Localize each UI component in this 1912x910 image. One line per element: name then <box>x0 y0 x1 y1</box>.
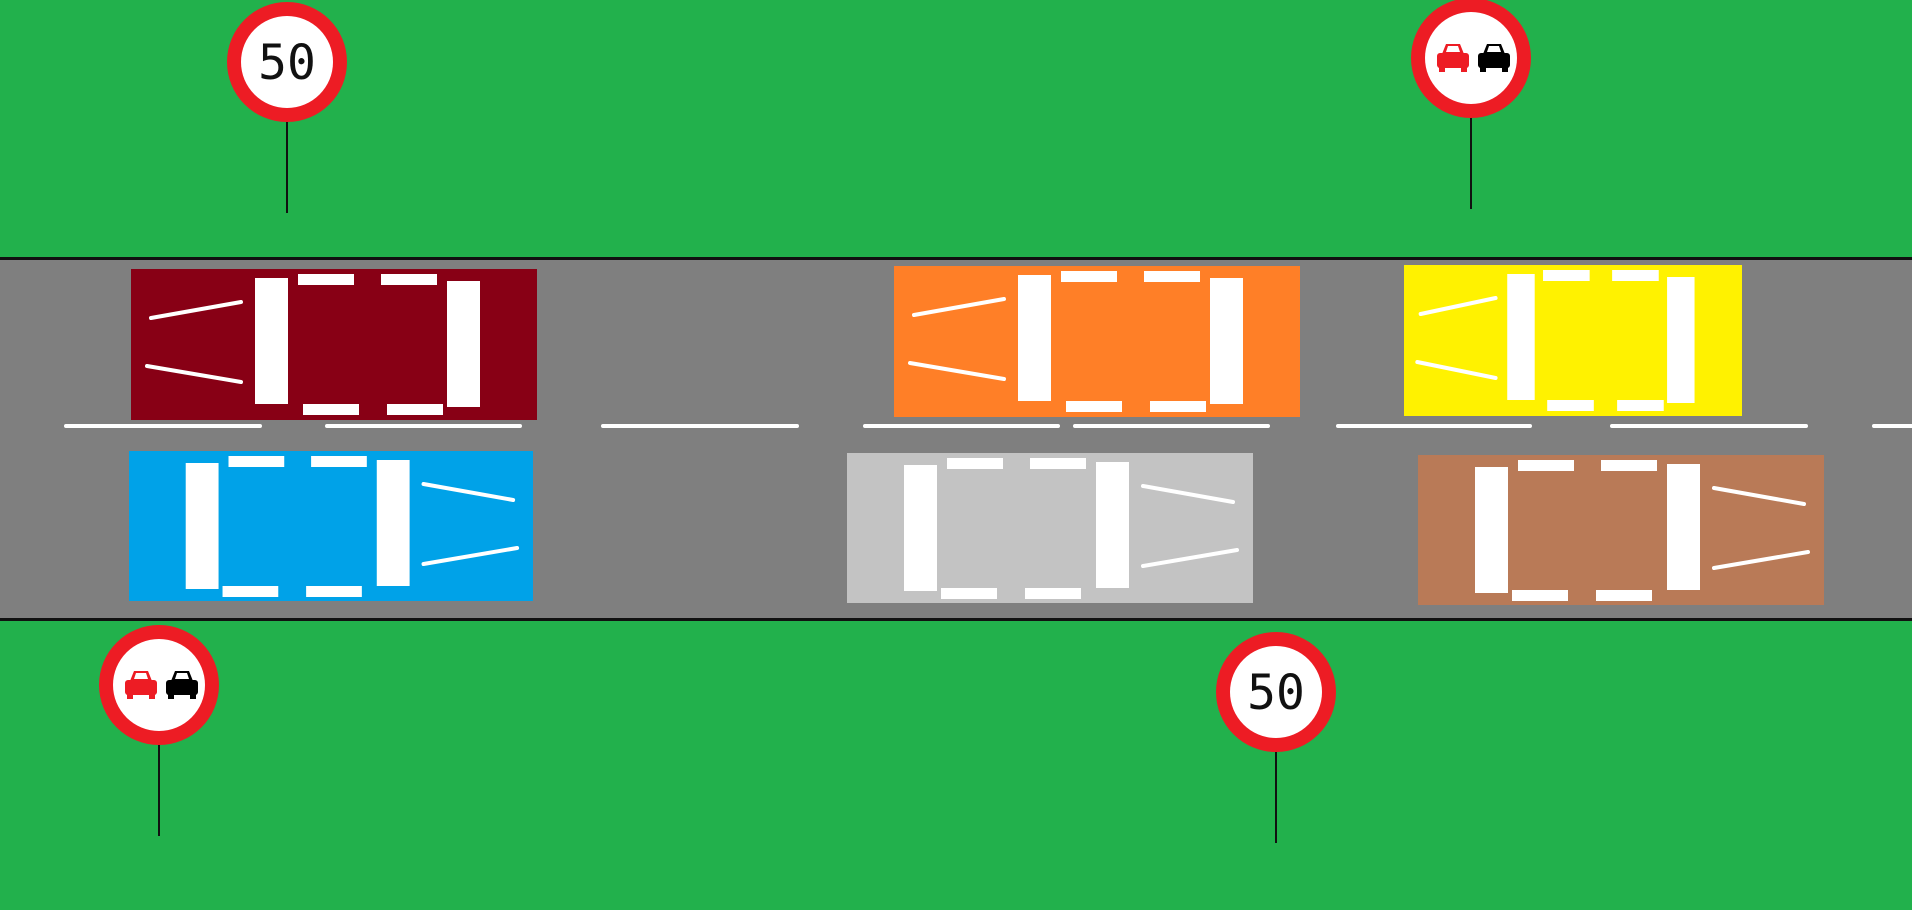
side-window <box>947 458 1003 469</box>
windshield <box>1018 275 1051 401</box>
rear-window <box>904 465 937 591</box>
road-edge-bottom <box>0 618 1912 621</box>
door-line <box>387 404 443 415</box>
door-line <box>941 588 997 599</box>
no-overtaking-icon <box>125 671 198 699</box>
side-window <box>1518 460 1574 471</box>
side-window <box>1030 458 1086 469</box>
car-brown <box>1418 455 1824 605</box>
mini-car-window <box>175 673 189 679</box>
door-line <box>1025 588 1081 599</box>
traffic-signs: 50 50 <box>99 0 1531 843</box>
side-window <box>228 456 285 467</box>
door-line <box>1617 400 1664 411</box>
headlight-line <box>1712 486 1806 506</box>
door-line <box>1512 590 1568 601</box>
no-overtaking-icon <box>1437 44 1510 72</box>
mini-car-wheel <box>190 694 196 699</box>
car-light-gray <box>847 453 1253 603</box>
headlight-line <box>1141 484 1235 504</box>
headlight-line <box>1141 548 1239 568</box>
side-window <box>381 274 437 285</box>
rear-window <box>1475 467 1508 593</box>
mini-car-body <box>1478 53 1510 68</box>
mini-car-window <box>1487 46 1501 52</box>
speed-limit-sign-bottom: 50 <box>1216 632 1336 843</box>
windshield <box>1507 274 1535 400</box>
side-window <box>1612 270 1659 281</box>
mini-car-wheel <box>127 694 133 699</box>
side-window <box>298 274 354 285</box>
door-line <box>1596 590 1652 601</box>
mini-car-body <box>125 680 157 695</box>
door-line <box>1066 401 1122 412</box>
headlight-line <box>421 482 516 502</box>
rear-window <box>185 463 219 589</box>
speed-limit-value: 50 <box>258 35 316 91</box>
rear-window <box>1667 277 1695 403</box>
door-line <box>1547 400 1594 411</box>
sign-face <box>1230 646 1322 738</box>
speed-limit-sign-top: 50 <box>227 2 347 213</box>
black-car-icon <box>1478 44 1510 72</box>
door-line <box>306 586 362 597</box>
windshield <box>255 278 288 404</box>
side-window <box>1543 270 1590 281</box>
door-line <box>303 404 359 415</box>
mini-car-wheel <box>1461 67 1467 72</box>
red-car-icon <box>1437 44 1469 72</box>
mini-car-wheel <box>1502 67 1508 72</box>
windshield <box>1667 464 1700 590</box>
black-car-icon <box>166 671 198 699</box>
headlight-line <box>145 364 243 384</box>
headlight-line <box>1415 360 1498 380</box>
sign-face <box>241 16 333 108</box>
car-dark-red <box>131 269 537 420</box>
side-window <box>311 456 367 467</box>
mini-car-body <box>166 680 198 695</box>
door-line <box>1150 401 1206 412</box>
headlight-line <box>1712 550 1810 570</box>
headlight-line <box>908 361 1006 381</box>
headlight-line <box>421 546 520 566</box>
windshield <box>1096 462 1129 588</box>
car-orange <box>894 266 1300 417</box>
car-blue <box>129 451 533 601</box>
mini-car-wheel <box>149 694 155 699</box>
mini-car-window <box>1446 46 1460 52</box>
no-overtaking-sign-bottom <box>99 625 219 836</box>
headlight-line <box>912 297 1006 317</box>
headlight-line <box>1418 296 1498 316</box>
road-edge-top <box>0 257 1912 260</box>
windshield <box>376 460 410 586</box>
rear-window <box>447 281 480 407</box>
door-line <box>222 586 279 597</box>
mini-car-body <box>1437 53 1469 68</box>
car-yellow <box>1404 265 1742 416</box>
mini-car-wheel <box>1439 67 1445 72</box>
headlight-line <box>149 300 243 320</box>
mini-car-wheel <box>168 694 174 699</box>
side-window <box>1601 460 1657 471</box>
mini-car-window <box>134 673 148 679</box>
sign-face <box>1425 12 1517 104</box>
cars <box>129 265 1824 605</box>
mini-car-wheel <box>1480 67 1486 72</box>
red-car-icon <box>125 671 157 699</box>
speed-limit-value: 50 <box>1247 665 1305 721</box>
rear-window <box>1210 278 1243 404</box>
side-window <box>1144 271 1200 282</box>
sign-face <box>113 639 205 731</box>
side-window <box>1061 271 1117 282</box>
no-overtaking-sign-top <box>1411 0 1531 209</box>
